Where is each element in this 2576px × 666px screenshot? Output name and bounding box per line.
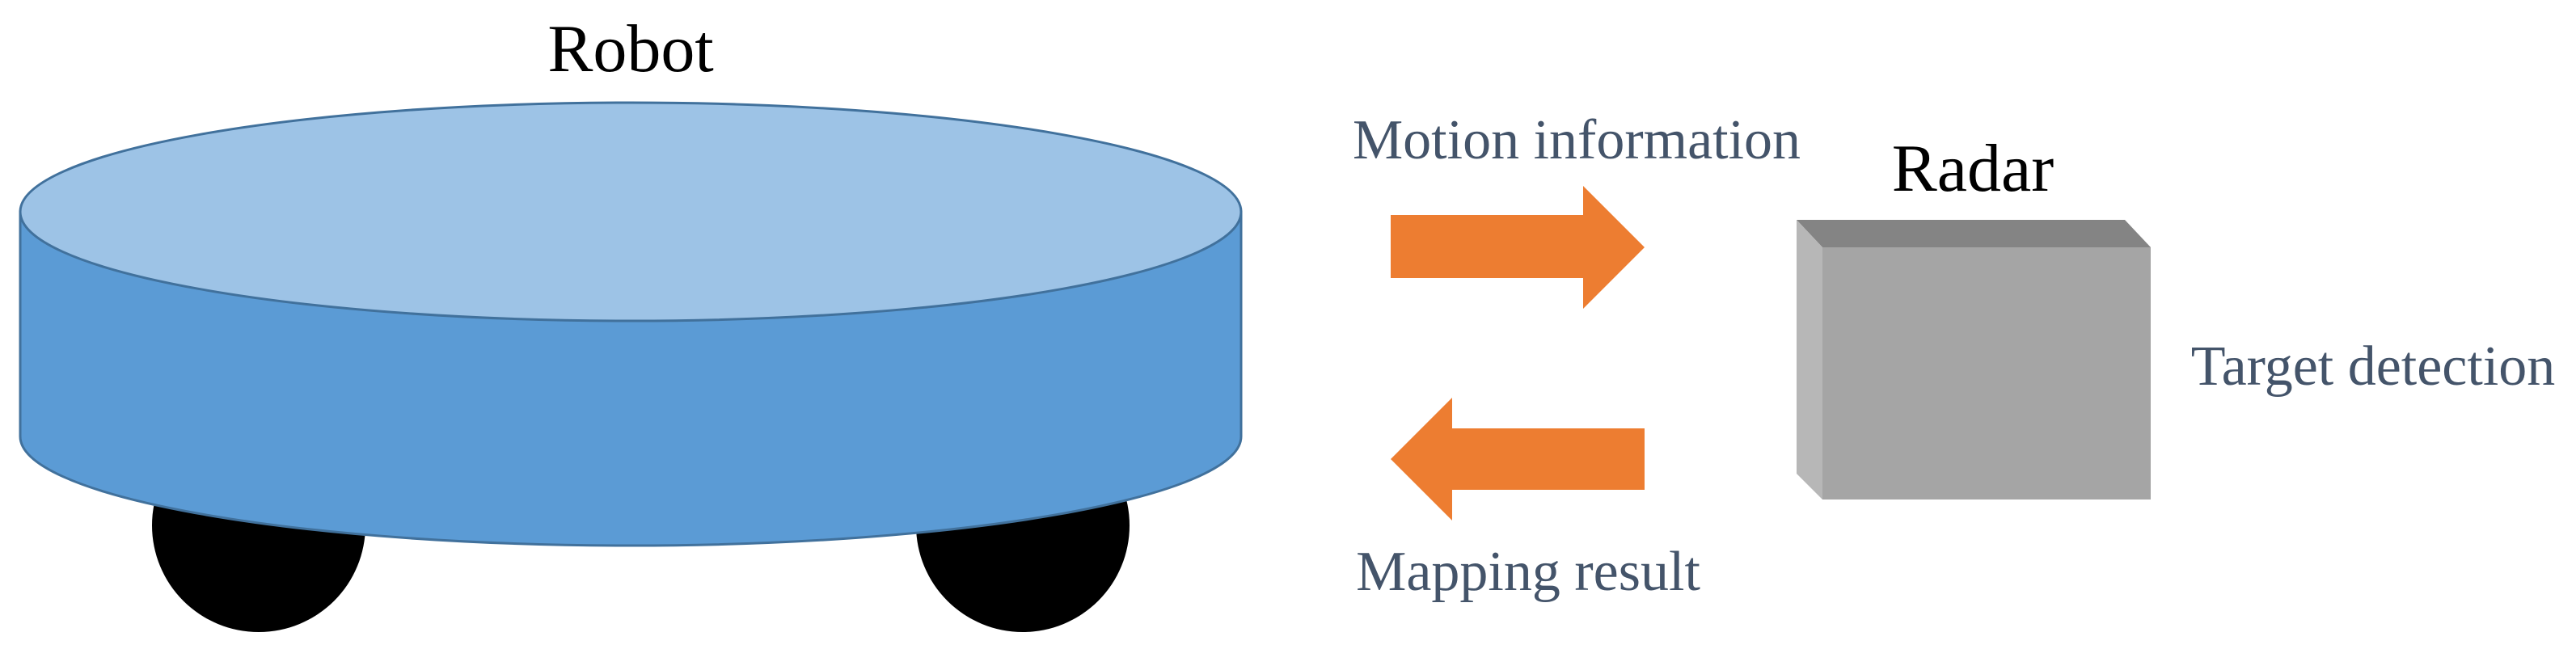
radar-side-face	[1797, 220, 1822, 500]
robot-body-icon	[19, 101, 1243, 632]
radar-label: Radar	[1892, 131, 2054, 206]
arrow-left-icon	[1391, 398, 1645, 521]
radar-top-face	[1797, 220, 2151, 247]
arrow-right-icon	[1391, 186, 1645, 309]
robot-label: Robot	[547, 11, 713, 86]
target-detection-label: Target detection	[2191, 335, 2556, 398]
motion-information-label: Motion information	[1353, 109, 1801, 171]
mapping-result-label: Mapping result	[1356, 541, 1700, 603]
radar-box-icon	[1797, 220, 2151, 500]
robot-top	[19, 101, 1243, 322]
radar-front-face	[1822, 247, 2151, 500]
